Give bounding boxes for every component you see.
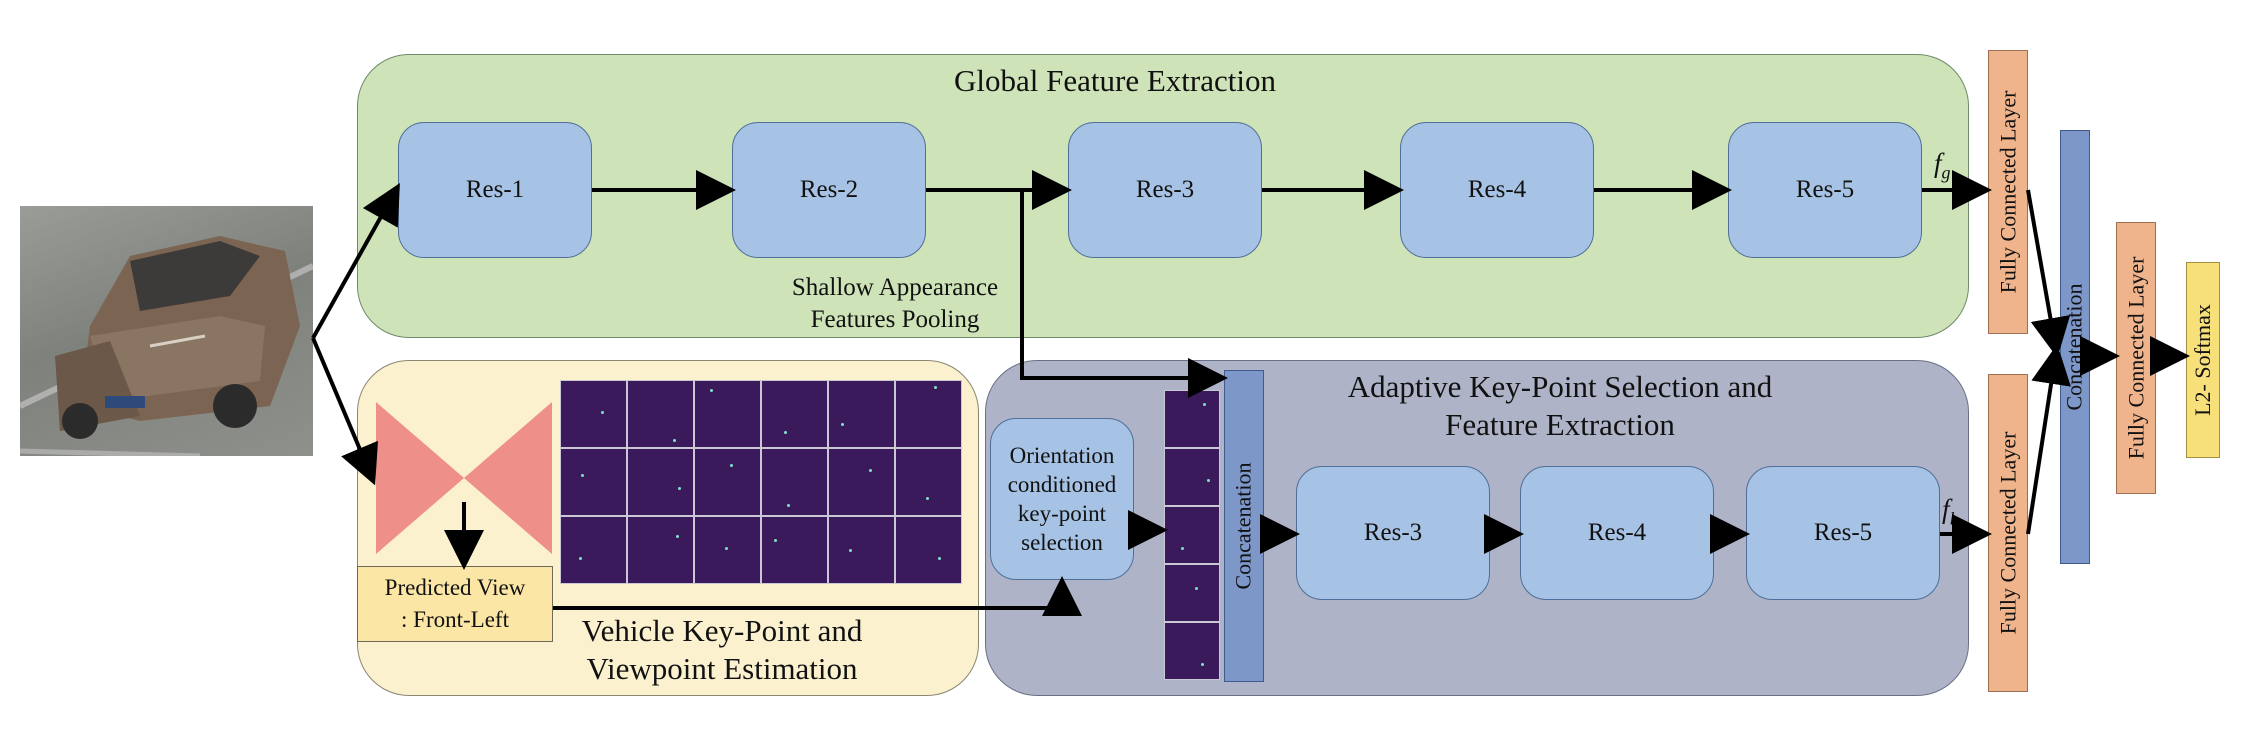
orientation-line-1: Orientation — [1009, 443, 1115, 468]
keypoint-dot — [673, 439, 676, 442]
fc-bottom-to-concat-arrow — [2026, 344, 2071, 535]
res-label: Res-2 — [799, 176, 859, 203]
res-label: Res-4 — [1587, 519, 1647, 546]
local-res-4: Res-4 — [1520, 466, 1714, 600]
keypoint-dot — [938, 557, 941, 560]
global-panel-title: Global Feature Extraction — [954, 63, 1276, 98]
keypoint-dot — [1181, 547, 1184, 550]
fg-symbol: f — [1934, 148, 1942, 178]
keypoint-dot — [1195, 587, 1198, 590]
res-label: Res-3 — [1363, 519, 1423, 546]
shallow-line-2: Features Pooling — [810, 306, 980, 333]
selected-heatmap-cell — [1164, 564, 1220, 622]
heatmap-grid — [560, 380, 962, 584]
keypoint-dot — [926, 497, 929, 500]
heatmap-cell — [627, 380, 694, 448]
selected-heatmap-cell — [1164, 390, 1220, 448]
res-label: Res-5 — [1795, 176, 1855, 203]
fc-layer-top: Fully Connected Layer — [1988, 50, 2028, 334]
selected-heatmap-cell — [1164, 448, 1220, 506]
orientation-line-4: selection — [1021, 530, 1103, 555]
shallow-pooling-arrow — [1020, 190, 1228, 398]
heatmap-cell — [761, 380, 828, 448]
heatmap-cell — [560, 516, 627, 584]
global-res-2: Res-2 — [732, 122, 926, 258]
global-res-3: Res-3 — [1068, 122, 1262, 258]
keypoint-dot — [579, 557, 582, 560]
fc-layer-bottom: Fully Connected Layer — [1988, 374, 2028, 692]
keypoint-dot — [725, 547, 728, 550]
shallow-features-label: Shallow Appearance Features Pooling — [755, 272, 1035, 336]
fl-symbol: f — [1942, 494, 1950, 524]
heatmap-cell — [560, 380, 627, 448]
orientation-selection-box: Orientation conditioned key-point select… — [990, 418, 1134, 580]
adaptive-concat-bar: Concatenation — [1224, 370, 1264, 682]
input-to-hourglass-arrow — [311, 337, 379, 486]
fc-top-to-concat-arrow — [2026, 189, 2071, 358]
keypoint-dot — [676, 535, 679, 538]
keypoint-dot — [1207, 479, 1210, 482]
keypoint-dot — [601, 411, 604, 414]
view-to-orientation-arrow — [553, 576, 1082, 616]
hourglass-network-icon — [376, 402, 552, 554]
keypoint-dot — [1203, 403, 1206, 406]
keypoint-dot — [1201, 663, 1204, 666]
predicted-view-line-2: : Front-Left — [401, 607, 509, 632]
predicted-view-box: Predicted View : Front-Left — [357, 566, 553, 642]
heatmap-cell — [895, 516, 962, 584]
keypoint-panel-title: Vehicle Key-Point and Viewpoint Estimati… — [552, 612, 892, 688]
keypoint-dot — [934, 386, 937, 389]
res-label: Res-3 — [1135, 176, 1195, 203]
keypoint-dot — [787, 504, 790, 507]
keypoint-dot — [841, 423, 844, 426]
res-label: Res-4 — [1467, 176, 1527, 203]
heatmap-cell — [627, 516, 694, 584]
shallow-line-1: Shallow Appearance — [791, 274, 999, 301]
heatmap-cell — [761, 516, 828, 584]
keypoint-dot — [581, 474, 584, 477]
heatmap-cell — [694, 380, 761, 448]
adaptive-title-line-2: Feature Extraction — [1445, 407, 1675, 442]
heatmap-cell — [895, 380, 962, 448]
vehicle-input-photo — [18, 206, 315, 459]
keypoint-title-line-1: Vehicle Key-Point and — [581, 613, 863, 648]
softmax-block: L2- Softmax — [2186, 262, 2220, 458]
orientation-line-3: key-point — [1017, 501, 1107, 526]
heatmap-cell — [828, 448, 895, 516]
keypoint-dot — [774, 539, 777, 542]
predicted-view-line-1: Predicted View — [384, 575, 526, 600]
heatmap-cell — [560, 448, 627, 516]
fg-label: fg — [1934, 148, 1951, 183]
keypoint-dot — [710, 389, 713, 392]
heatmap-cell — [828, 516, 895, 584]
selected-heatmap-cell — [1164, 506, 1220, 564]
selected-heatmap-cell — [1164, 622, 1220, 680]
res-label: Res-5 — [1813, 519, 1873, 546]
heatmap-cell — [694, 516, 761, 584]
res-label: Res-1 — [465, 176, 525, 203]
heatmap-cell — [828, 380, 895, 448]
heatmap-cell — [694, 448, 761, 516]
global-res-5: Res-5 — [1728, 122, 1922, 258]
keypoint-dot — [784, 431, 787, 434]
heatmap-cell — [761, 448, 828, 516]
fg-subscript: g — [1941, 162, 1951, 183]
input-to-res1-arrow — [311, 183, 400, 339]
adaptive-title-line-1: Adaptive Key-Point Selection and — [1347, 369, 1773, 404]
heatmap-cell — [627, 448, 694, 516]
selected-heatmap-column — [1164, 390, 1220, 680]
keypoint-title-line-2: Viewpoint Estimation — [586, 651, 858, 686]
heatmap-cell — [895, 448, 962, 516]
keypoint-dot — [730, 464, 733, 467]
orientation-line-2: conditioned — [1007, 472, 1117, 497]
keypoint-dot — [849, 549, 852, 552]
adaptive-panel-title: Adaptive Key-Point Selection and Feature… — [1290, 368, 1830, 444]
keypoint-dot — [869, 469, 872, 472]
local-res-3: Res-3 — [1296, 466, 1490, 600]
global-res-1: Res-1 — [398, 122, 592, 258]
keypoint-dot — [678, 487, 681, 490]
